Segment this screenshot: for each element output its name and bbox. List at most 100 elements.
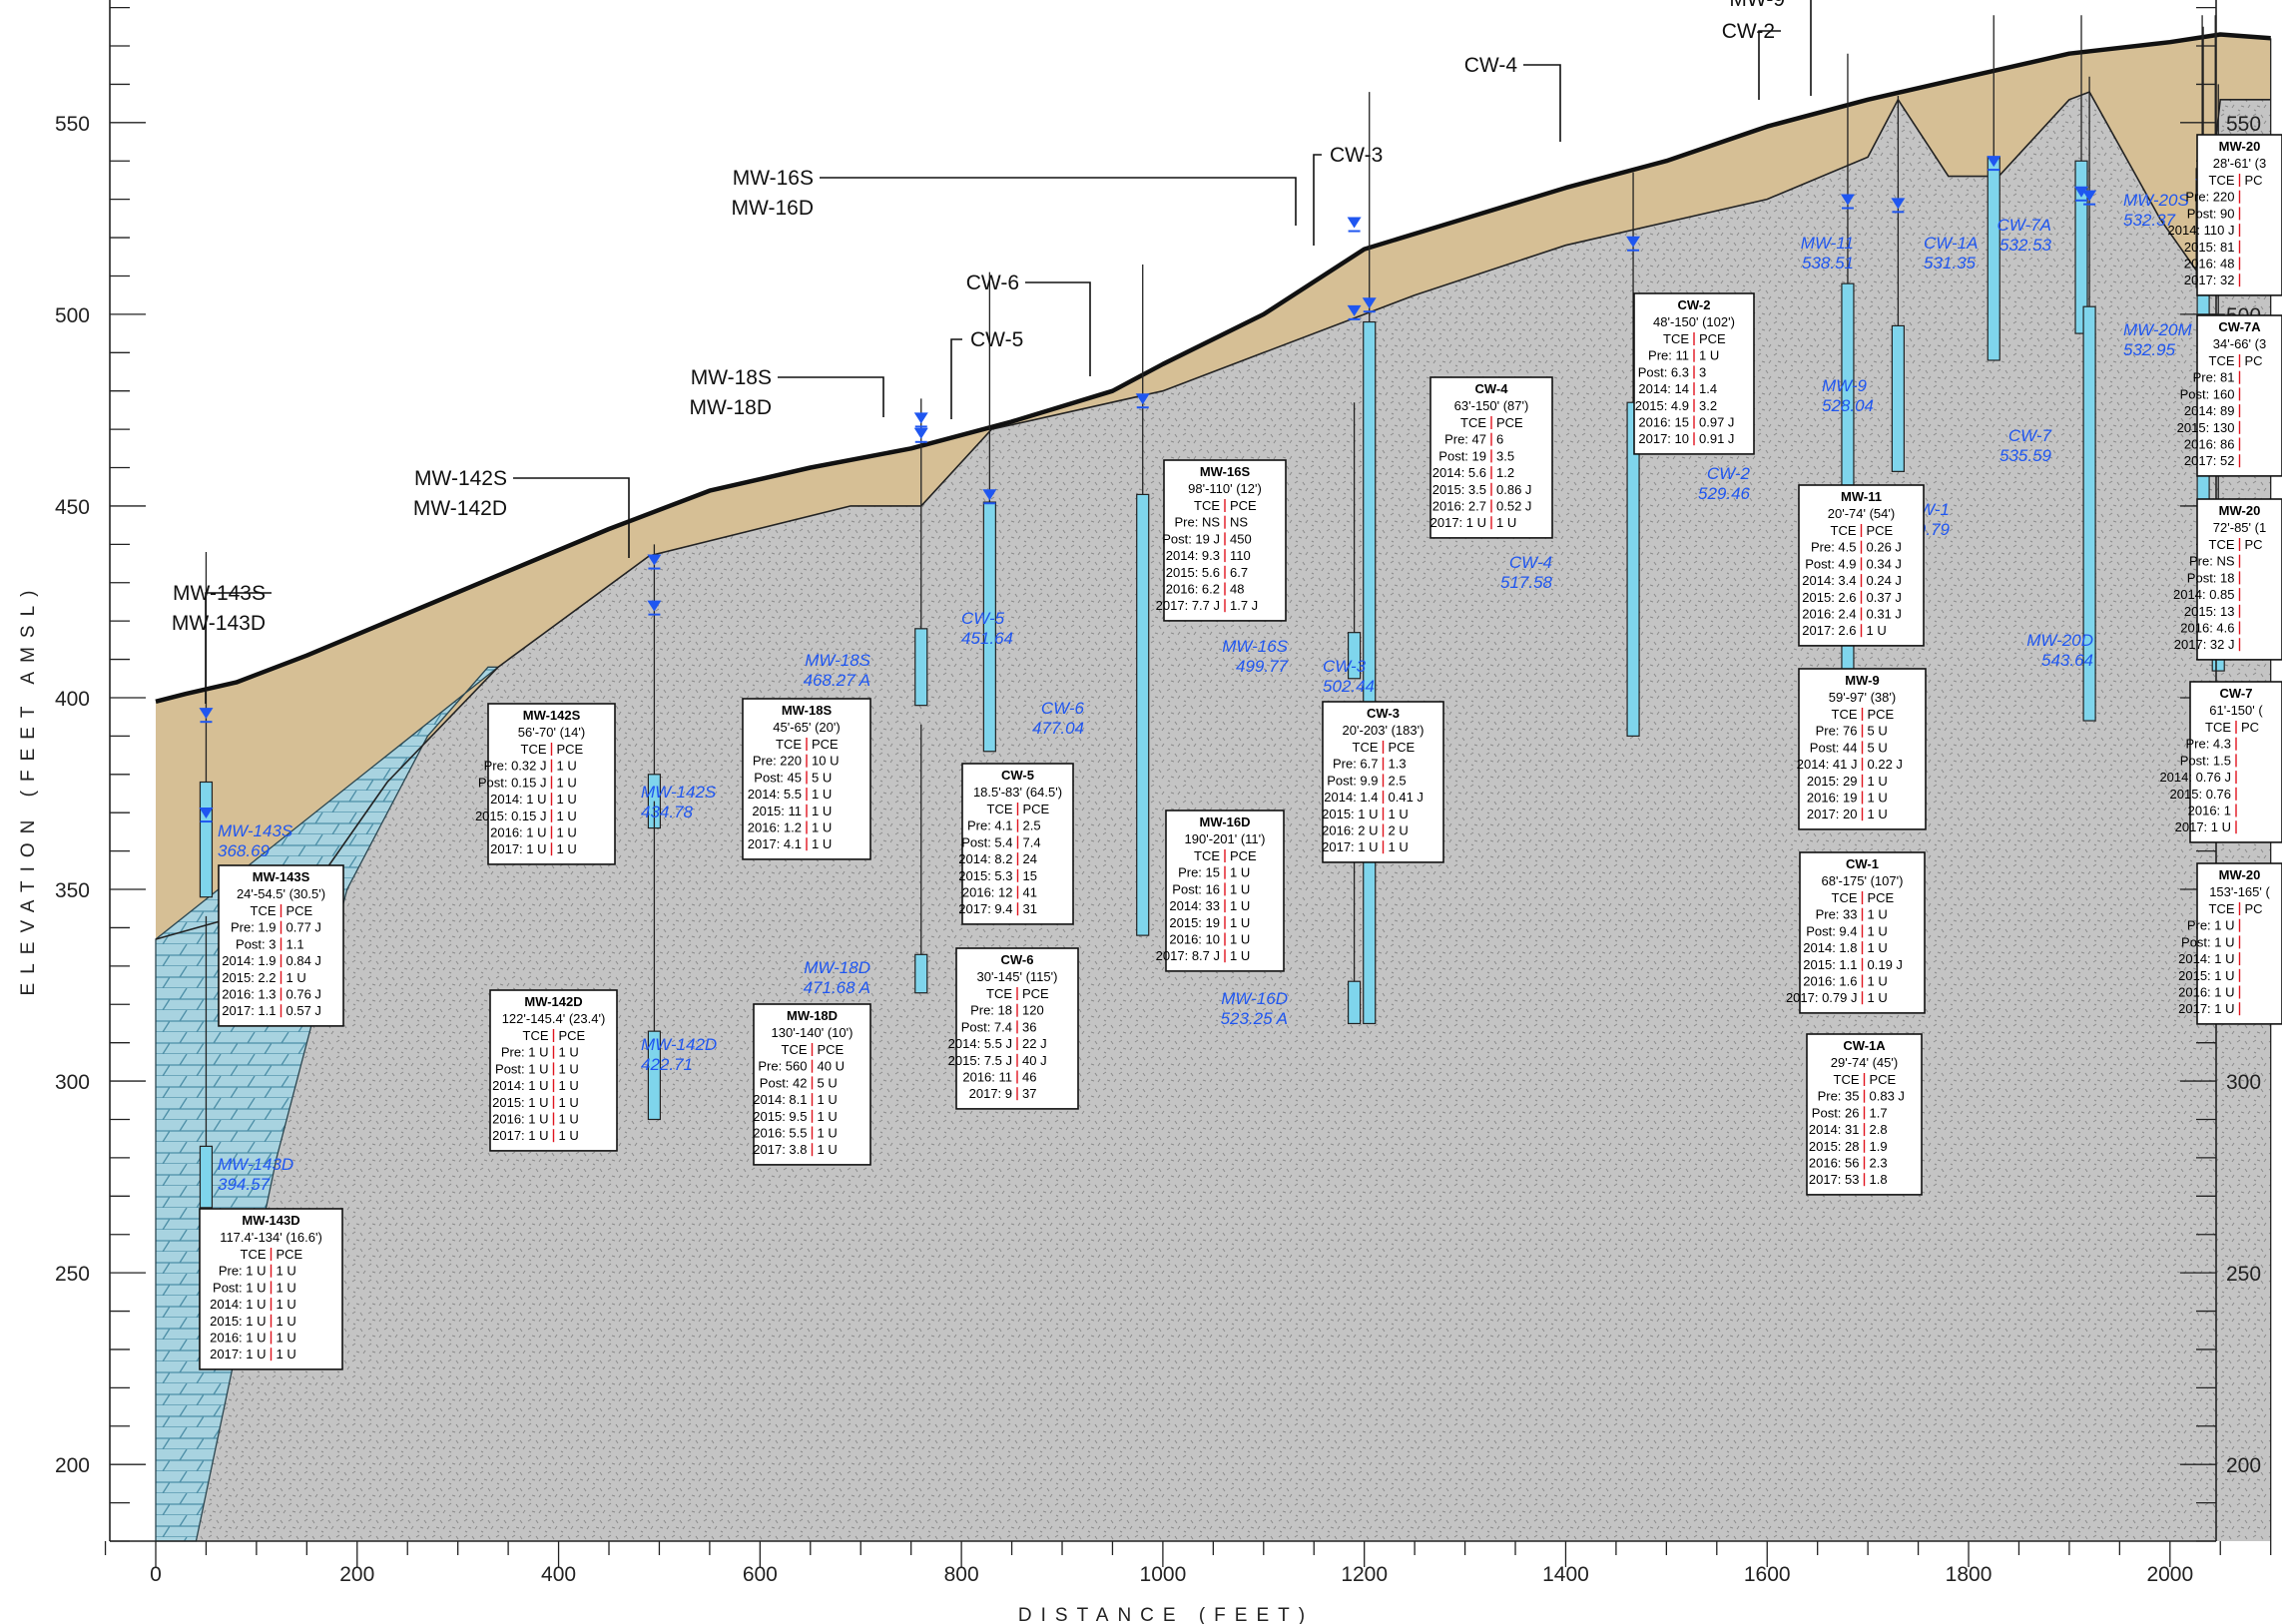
box-title: MW-18D [787,1008,838,1023]
box-value-tce: Post: 18 [2187,570,2235,585]
well-id-label: CW-3 [1330,144,1383,167]
y-tick-label-left: 550 [55,113,90,136]
box-value-tce: 2015: 1 U [1322,807,1378,821]
y-tick-label-right: 200 [2226,1454,2261,1477]
box-value-pce: 0.34 J [1867,556,1902,571]
water-level-label: MW-18S [805,651,870,670]
box-screen-interval: 59'-97' (38') [1829,690,1896,705]
box-value-pce: 1 U [277,1347,296,1361]
box-value-pce: PC [2245,537,2263,552]
box-value-tce: 2016: 2.7 [1432,499,1486,514]
box-value-tce: 2016: 5.5 [753,1126,807,1141]
box-value-tce: Pre: NS [2189,554,2235,569]
box-value-pce: 0.83 J [1870,1089,1905,1104]
box-value-pce: PCE [557,742,584,757]
water-level-label: 451.64 [961,629,1013,648]
box-value-tce: 2017: 9.4 [958,901,1012,916]
box-value-tce: Pre: NS [1174,515,1220,530]
box-screen-interval: 190'-201' (11') [1185,831,1266,846]
box-value-pce: 1 U [1867,623,1887,638]
box-title: MW-142D [524,994,582,1009]
box-screen-interval: 68'-175' (107') [1822,873,1904,888]
box-value-tce: 2014: 5.5 J [948,1036,1012,1051]
box-value-pce: 1 U [1868,990,1888,1005]
water-level-label: CW-7 [2008,426,2052,445]
box-value-tce: 2014: 1 U [2178,951,2234,966]
box-value-tce: 2014: 1 U [492,1078,548,1093]
y-tick-label-left: 300 [55,1071,90,1094]
box-value-pce: 1.9 [1870,1139,1888,1154]
box-screen-interval: 56'-70' (14') [518,725,585,740]
box-value-tce: 2017: 1 U [2178,1001,2234,1016]
box-screen-interval: 24'-54.5' (30.5') [237,886,325,901]
box-value-pce: PCE [1022,986,1049,1001]
water-level-marker [982,489,997,501]
box-value-tce: 2016: 1.6 [1803,974,1857,989]
box-value-tce: Post: 9.4 [1806,923,1857,938]
box-value-pce: 1 U [559,1061,579,1076]
box-screen-interval: 48'-150' (102') [1653,314,1735,329]
well-id-label: MW-16D [732,197,814,220]
x-tick-label: 1200 [1341,1563,1388,1586]
well-id-label: MW-9 [1729,0,1785,11]
box-value-tce: Post: 1 U [213,1280,266,1295]
well-screen [1891,324,1905,472]
box-value-pce: 2.5 [1389,773,1407,788]
box-value-pce: 1.7 J [1230,598,1258,613]
box-value-tce: 2016: 19 [1807,791,1858,806]
well-id-label: CW-2 [1722,20,1775,43]
water-level-label: 368.69 [218,841,271,860]
x-axis-title: DISTANCE (FEET) [1018,1605,1314,1624]
box-value-tce: 2017: 32 J [2174,637,2235,652]
box-value-pce: 1 U [559,1112,579,1127]
box-value-tce: TCE [1831,523,1857,538]
box-value-tce: 2015: 1 U [210,1314,266,1329]
water-level-label: 477.04 [1032,719,1084,738]
water-level-label: 523.25 A [1221,1009,1288,1028]
water-level-label: 471.68 A [804,978,870,997]
box-value-pce: 46 [1022,1070,1036,1085]
box-value-tce: Pre: 4.3 [2185,737,2231,752]
box-value-pce: 1.4 [1699,381,1717,396]
water-level-label: CW-5 [961,609,1005,628]
box-value-tce: Pre: 4.5 [1811,540,1857,555]
box-value-pce: 1 U [1230,915,1250,930]
box-value-pce: PCE [559,1028,586,1043]
box-value-tce: 2016: 11 [962,1070,1012,1085]
box-value-pce: 0.91 J [1699,431,1734,446]
box-value-tce: 2017: 53 [1809,1172,1860,1187]
box-value-tce: Post: 19 [1438,448,1486,463]
box-value-pce: 1 U [1230,881,1250,896]
y-tick-label-left: 500 [55,304,90,327]
water-level-label: CW-1A [1924,234,1978,253]
box-value-tce: TCE [521,742,547,757]
box-value-tce: 2016: 48 [2184,257,2235,271]
water-level-label: 535.59 [1999,446,2052,465]
box-value-pce: 0.52 J [1496,499,1531,514]
box-value-tce: Pre: 81 [2193,370,2235,385]
well-id-label: MW-143D [172,612,266,635]
water-level-marker [2074,186,2089,198]
box-value-pce: 0.76 J [286,987,321,1002]
box-value-tce: 2014: 1.9 [222,953,276,968]
water-level-marker [1347,304,1362,316]
leader-line [1810,0,1812,96]
leader-line [1313,154,1322,246]
box-value-tce: Pre: 11 [1648,348,1689,363]
box-value-pce: 0.57 J [286,1003,321,1018]
box-value-pce: 6.7 [1230,565,1248,580]
water-level-marker [1891,198,1906,210]
box-value-pce: 48 [1230,582,1244,597]
water-level-label: MW-16S [1222,637,1288,656]
x-tick-label: 1800 [1946,1563,1993,1586]
box-value-tce: TCE [1663,331,1689,346]
box-value-pce: 1 U [1389,839,1409,854]
box-value-tce: 2017: 4.1 [748,836,802,851]
water-level-label: MW-9 [1822,376,1868,395]
box-value-tce: TCE [2209,537,2235,552]
x-tick-label: 1000 [1140,1563,1187,1586]
box-value-tce: Post: 1 U [495,1061,548,1076]
